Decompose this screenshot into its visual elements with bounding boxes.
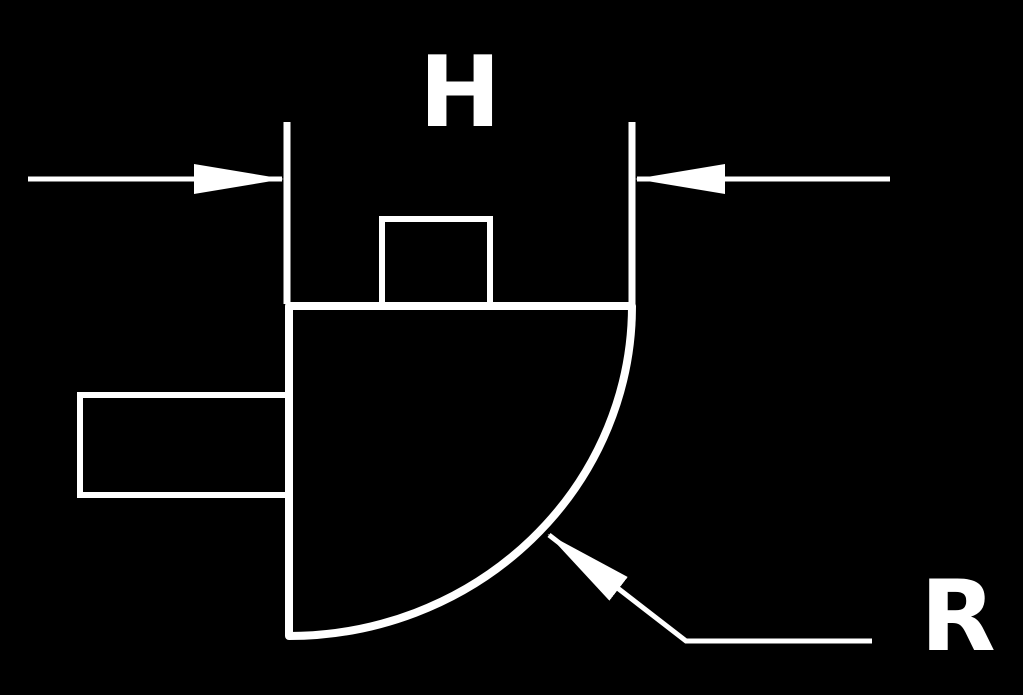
width-label: H <box>419 36 501 150</box>
quarter-round-profile <box>285 302 636 640</box>
side-tab <box>77 392 291 498</box>
top-tab <box>379 216 493 308</box>
radius-leader-line <box>547 533 872 644</box>
radius-label: R <box>920 560 995 674</box>
